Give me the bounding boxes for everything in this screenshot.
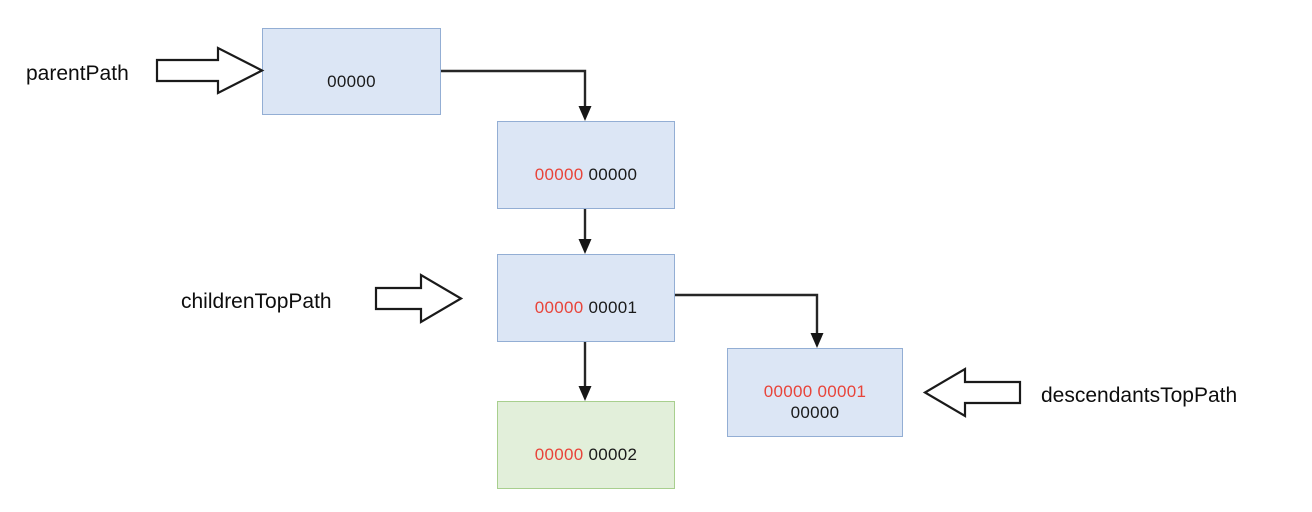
arrowhead-icon bbox=[578, 386, 592, 401]
block-arrow-left-icon-descendantsTopPath bbox=[922, 367, 1022, 418]
callout-label-childrenTopPath: childrenTopPath bbox=[181, 290, 332, 313]
node-root-label: 00000 bbox=[327, 51, 376, 92]
connector-child-1-to-descendant bbox=[675, 293, 824, 348]
callout-label-descendantsTopPath: descendantsTopPath bbox=[1041, 384, 1238, 407]
node-child-1-prefix: 00000 bbox=[534, 298, 584, 317]
node-child-0-prefix: 00000 bbox=[534, 165, 584, 184]
arrowhead-icon bbox=[810, 333, 824, 348]
node-child-0-suffix: 00000 bbox=[588, 165, 638, 184]
node-root[interactable]: 00000 bbox=[262, 28, 441, 115]
block-arrow-right-icon-parentPath bbox=[155, 46, 265, 95]
node-child-0[interactable]: 00000 00000 bbox=[497, 121, 675, 209]
connector-child-1-to-child-2 bbox=[578, 342, 592, 401]
node-child-2-label: 00000 00002 bbox=[535, 424, 638, 465]
node-child-1-label: 00000 00001 bbox=[535, 277, 638, 318]
node-child-1[interactable]: 00000 00001 bbox=[497, 254, 675, 342]
callout-label-parentPath: parentPath bbox=[26, 62, 129, 85]
block-arrow-right-icon-childrenTopPath bbox=[374, 273, 464, 324]
node-child-2-suffix: 00002 bbox=[588, 445, 638, 464]
node-child-1-suffix: 00001 bbox=[588, 298, 638, 317]
connector-root-to-child-0 bbox=[441, 69, 592, 121]
node-root-text: 00000 bbox=[327, 71, 376, 91]
node-child-2[interactable]: 00000 00002 bbox=[497, 401, 675, 489]
node-child-2-prefix: 00000 bbox=[534, 445, 584, 464]
connector-child-0-to-child-1 bbox=[578, 209, 592, 254]
arrowhead-icon bbox=[578, 239, 592, 254]
arrowhead-icon bbox=[578, 106, 592, 121]
node-child-0-label: 00000 00000 bbox=[535, 144, 638, 185]
node-descendant-suffix: 00000 bbox=[790, 402, 840, 422]
node-descendant-prefix: 00000 00001 bbox=[763, 382, 867, 402]
